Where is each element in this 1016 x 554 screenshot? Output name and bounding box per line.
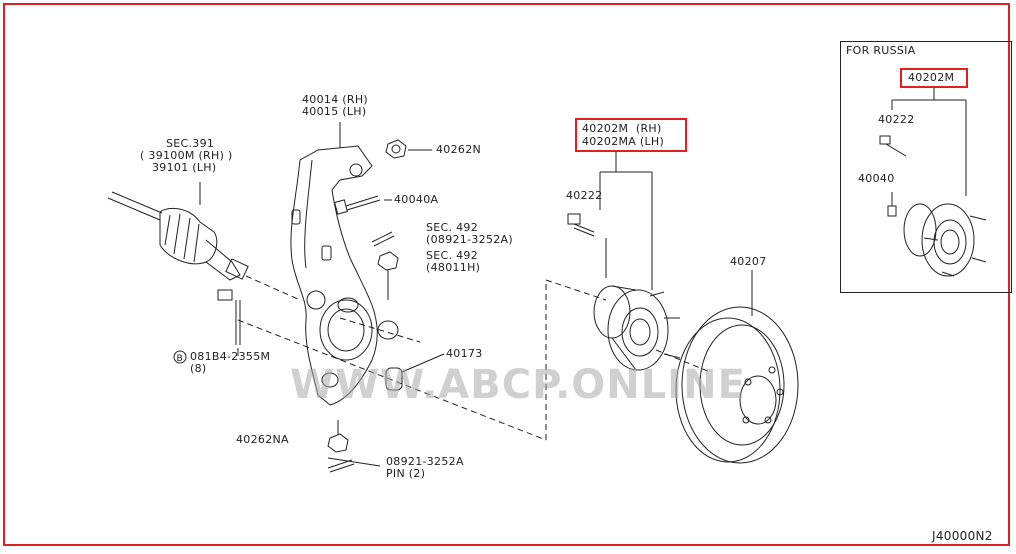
drive-shaft — [107, 191, 249, 281]
diagram-frame — [3, 3, 1010, 546]
label-knuckle-lh[interactable]: 40015 (LH) — [302, 105, 367, 118]
hub-assembly — [593, 285, 681, 371]
bolt-symbol-icon — [173, 350, 187, 364]
label-sec492-a-part[interactable]: (08921-3252A) — [426, 233, 513, 246]
label-shaft-lh[interactable]: 39101 (LH) — [152, 161, 217, 174]
label-shaft-rh[interactable]: ( 39100M (RH) ) — [140, 149, 233, 162]
label-pin: PIN (2) — [386, 467, 426, 480]
russia-inset — [840, 41, 1012, 293]
brake-rotor — [675, 270, 799, 464]
label-081b4-qty: (8) — [190, 362, 207, 375]
dashed-leaders — [237, 275, 711, 441]
inset-hub-highlight-box[interactable] — [900, 68, 968, 88]
nut-40262n-shape — [385, 139, 432, 159]
part-40173-shape — [385, 353, 445, 391]
inset-label-hub[interactable]: 40202M — [908, 71, 955, 84]
shaft-rh-text: 39100M (RH) — [148, 149, 225, 162]
label-sec391[interactable]: SEC.391 — [166, 137, 215, 150]
bolt-081b4-shape — [217, 289, 241, 356]
bolt-symbol-letter: B — [177, 354, 183, 364]
inset-label-bolt[interactable]: 40040 — [858, 172, 895, 185]
cotter-pin-upper — [371, 231, 395, 247]
label-sec492-a[interactable]: SEC. 492 — [426, 221, 479, 234]
bolt-40040a-shape — [334, 195, 392, 215]
label-knuckle-rh[interactable]: 40014 (RH) — [302, 93, 368, 106]
inset-hub — [879, 135, 987, 277]
nut-40262na-shape — [327, 420, 349, 453]
leader-lines — [199, 88, 967, 467]
steering-knuckle — [290, 145, 399, 406]
label-hub-rh[interactable]: 40202M (RH) — [582, 122, 662, 135]
label-40262n[interactable]: 40262N — [436, 143, 482, 156]
label-sec492-b-part[interactable]: (48011H) — [426, 261, 481, 274]
stud-40222-shape — [567, 213, 595, 237]
label-40040a[interactable]: 40040A — [394, 193, 439, 206]
inset-title: FOR RUSSIA — [846, 44, 916, 57]
nut-48011h-shape — [377, 251, 399, 300]
watermark: WWW.ABCP.ONLINE — [290, 362, 746, 408]
label-40207[interactable]: 40207 — [730, 255, 767, 268]
label-40173[interactable]: 40173 — [446, 347, 483, 360]
label-pin-part[interactable]: 08921-3252A — [386, 455, 464, 468]
hub-highlight-box[interactable] — [575, 118, 687, 152]
diagram-code: J40000N2 — [932, 529, 993, 543]
label-40262na[interactable]: 40262NA — [236, 433, 289, 446]
label-081b4[interactable]: 081B4-2355M — [190, 350, 271, 363]
label-hub-lh[interactable]: 40202MA (LH) — [582, 135, 665, 148]
inset-label-stud[interactable]: 40222 — [878, 113, 915, 126]
label-sec492-b[interactable]: SEC. 492 — [426, 249, 479, 262]
label-40222[interactable]: 40222 — [566, 189, 603, 202]
